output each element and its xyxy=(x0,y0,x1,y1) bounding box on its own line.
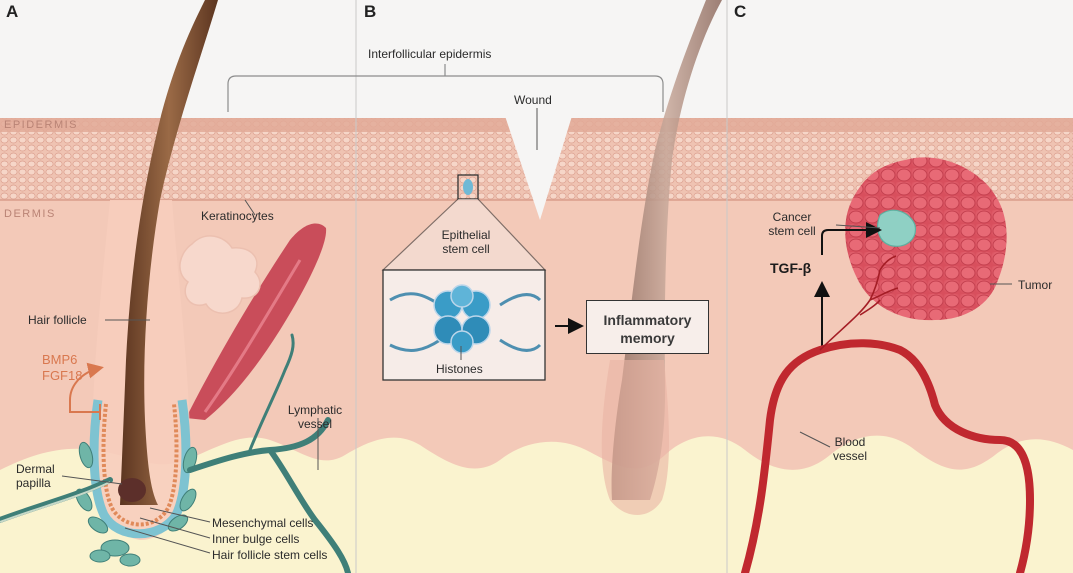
dermal-papilla xyxy=(118,478,146,502)
inner-bulge-cells-label: Inner bulge cells xyxy=(212,532,300,546)
panel-label-b: B xyxy=(364,2,377,21)
fat-layer xyxy=(0,435,1073,573)
lymphatic-vessel-label-line2: vessel xyxy=(297,417,332,431)
hair-shaft xyxy=(120,0,218,505)
dermal-papilla-label-line2: papilla xyxy=(16,476,51,490)
inner-bulge-cells xyxy=(101,403,179,527)
dermal-papilla-label-line1: Dermal xyxy=(16,462,55,476)
inflammatory-memory-line1: Inflammatory xyxy=(603,312,692,328)
dermal-papilla-label: Dermal papilla xyxy=(16,462,55,490)
epidermis-label: EPIDERMIS xyxy=(4,119,79,131)
tgf-beta-label: TGF-β xyxy=(770,260,812,276)
wound-cut xyxy=(505,116,572,220)
inflammatory-memory-box: Inflammatory memory xyxy=(586,300,709,354)
wound-label: Wound xyxy=(514,93,552,107)
dermis-label: DERMIS xyxy=(4,208,56,220)
blood-vessel xyxy=(741,339,1035,573)
hair-follicle-label: Hair follicle xyxy=(28,313,87,327)
tumor-label: Tumor xyxy=(1018,278,1053,292)
histones-label: Histones xyxy=(436,362,483,376)
panel-label-c: C xyxy=(734,2,747,21)
fgf18-label: FGF18 xyxy=(42,368,83,383)
inflammatory-memory-line2: memory xyxy=(620,330,675,346)
lymphatic-vessel-label-line1: Lymphatic xyxy=(287,403,343,417)
keratinocyte-cluster xyxy=(179,235,261,314)
tumor xyxy=(845,157,1007,321)
cancer-stem-cell-label-line1: Cancer xyxy=(772,210,812,224)
mesenchymal-cells-label: Mesenchymal cells xyxy=(212,516,314,530)
keratinocytes-label: Keratinocytes xyxy=(201,209,274,223)
blood-vessel-label-line1: Blood xyxy=(834,435,866,449)
epithelial-stem-cell-label-line2: stem cell xyxy=(442,242,490,256)
interfollicular-epidermis-label: Interfollicular epidermis xyxy=(368,47,492,61)
blood-vessel-label-line2: vessel xyxy=(832,449,867,463)
lymphatic-vessel-label: Lymphatic vessel xyxy=(282,403,348,431)
epithelial-stem-cell-label-line1: Epithelial xyxy=(441,228,491,242)
panel-label-a: A xyxy=(6,2,19,21)
hair-follicle-stem-cells-label: Hair follicle stem cells xyxy=(212,548,328,562)
epithelial-stem-cell-label: Epithelial stem cell xyxy=(430,228,502,256)
leader-lines xyxy=(61,199,1012,554)
histone-cluster xyxy=(433,284,491,354)
cancer-stem-cell-label: Cancer stem cell xyxy=(750,210,834,238)
cancer-stem-cell-label-line2: stem cell xyxy=(768,224,816,238)
bmp6-label: BMP6 xyxy=(42,352,78,367)
blood-vessel-label: Blood vessel xyxy=(826,435,874,463)
lymphatic-vessel xyxy=(0,417,351,573)
mesenchymal-cells xyxy=(75,441,198,567)
